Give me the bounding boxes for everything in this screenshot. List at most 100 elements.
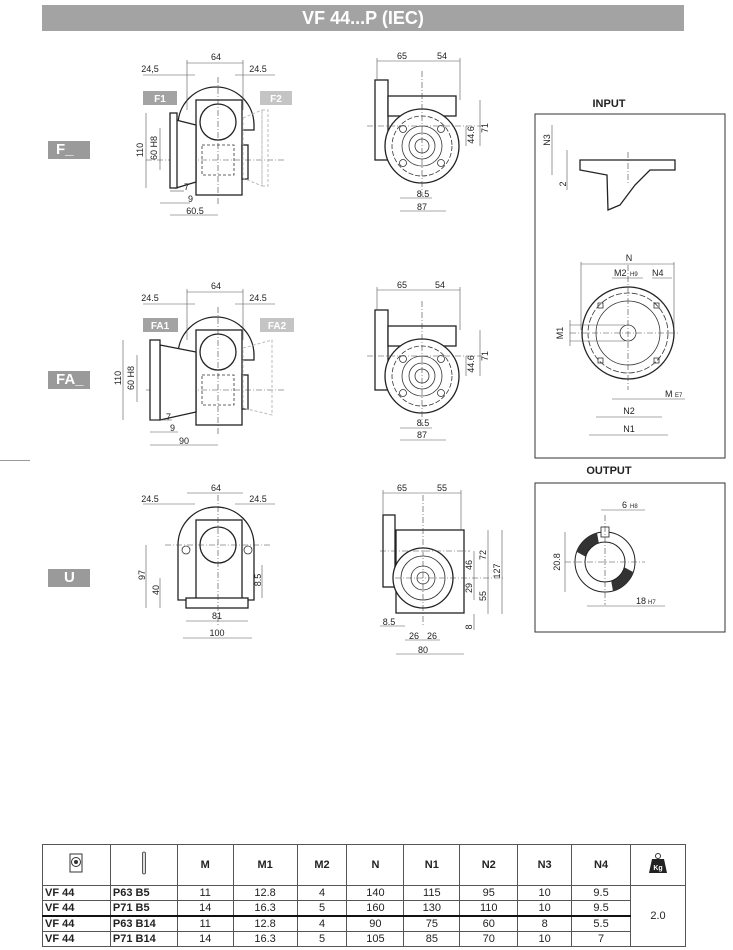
table-row: VF 44 P71 B5 14 16.3 5 160 130 110 10 9.… [42,900,686,917]
cell-m: 11 [176,885,234,901]
cell-input: P71 B5 [109,900,178,917]
cell-m: 14 [176,900,234,917]
dim-87: 87 [417,202,427,212]
dim-71: 71 [480,351,490,361]
view-f-side: F1 F2 64 24,5 24.5 110 60 H8 7 9 60.5 [135,52,292,216]
cell-m2: 4 [296,885,348,901]
dim-80: 80 [418,645,428,655]
output-bore: 18 [636,596,646,606]
dim-24-5-right: 24.5 [249,64,267,74]
input-title: INPUT [593,98,626,110]
cell-n3: 10 [517,931,573,947]
output-dia: 20.8 [552,553,562,571]
col-m2: M2 [296,844,348,886]
table-row: VF 44 P63 B14 11 12.8 4 90 75 60 8 5.5 [42,915,686,932]
input-e7: E7 [675,393,683,399]
cell-model: VF 44 [42,931,111,947]
output-h8: H8 [630,504,638,510]
cell-n2: 110 [459,900,519,917]
input-n2: N2 [623,406,635,416]
dim-26-right: 26 [427,631,437,641]
cell-m1: 16.3 [232,900,298,917]
cell-n: 160 [346,900,405,917]
output-key: 6 [622,500,627,510]
dim-64: 64 [211,483,221,493]
dim-65: 65 [397,483,407,493]
input-m1: M1 [555,327,565,340]
dim-110: 110 [135,143,145,157]
dim-81: 81 [212,611,222,621]
cell-m2: 4 [296,915,348,932]
dim-7: 7 [184,182,189,192]
cell-model: VF 44 [42,885,111,901]
output-title: OUTPUT [586,465,632,477]
dim-8: 8 [464,624,474,629]
col-n4: N4 [571,844,631,886]
cell-model: VF 44 [42,900,111,917]
cell-m1: 12.8 [232,915,298,932]
cell-m: 14 [176,931,234,947]
table-row: VF 44 P71 B14 14 16.3 5 105 85 70 10 7 [42,931,686,947]
cell-m2: 5 [296,900,348,917]
version-label-u: U [48,569,90,587]
dim-8-5: 8.5 [253,574,263,587]
cell-n4: 7 [571,931,631,947]
dim-24-5-left: 24.5 [141,293,159,303]
cell-model: VF 44 [42,915,111,932]
dim-8-5: 8.5 [417,189,430,199]
tag-fa1: FA1 [151,321,170,332]
dim-24-5-left: 24.5 [141,494,159,504]
dim-54: 54 [435,280,445,290]
cell-n: 105 [346,931,405,947]
col-m: M [176,844,234,886]
dim-127: 127 [492,563,502,578]
dim-60-5: 60.5 [186,206,204,216]
version-label-f: F_ [48,141,90,159]
dim-110: 110 [113,371,123,385]
tag-fa2: FA2 [268,321,287,332]
tag-f2: F2 [270,94,282,105]
dim-64: 64 [211,281,221,291]
cell-n4: 9.5 [571,900,631,917]
input-m: M [665,389,673,399]
cell-weight: 2.0 [629,885,687,947]
view-u-front: 65 55 72 127 46 29 55 8 8.5 26 26 80 [380,483,505,655]
cell-m2: 5 [296,931,348,947]
dim-55-lower: 55 [478,591,488,601]
cell-n2: 60 [459,915,519,932]
input-h9: H9 [630,272,638,278]
dim-24-5-right: 24.5 [249,494,267,504]
dim-55: 55 [437,483,447,493]
drawings: F1 F2 64 24,5 24.5 110 60 H8 7 9 60.5 65… [113,51,726,655]
gearbox-icon [42,844,111,886]
input-n3: N3 [542,134,552,146]
input-n4: N4 [652,268,664,278]
cell-n1: 85 [403,931,461,947]
tag-f1: F1 [154,94,166,105]
col-n: N [346,844,405,886]
dim-9: 9 [188,194,193,204]
cell-n1: 75 [403,915,461,932]
cell-n2: 95 [459,885,519,901]
cell-n3: 10 [517,900,573,917]
table-header: M M1 M2 N N1 N2 N3 N4 Kg [42,844,687,886]
dim-100: 100 [209,628,224,638]
col-n1: N1 [403,844,461,886]
output-panel: OUTPUT 6 H8 20.8 18 H7 [534,465,726,633]
col-n3: N3 [517,844,573,886]
dim-44-6: 44.6 [466,126,476,144]
cell-n: 90 [346,915,405,932]
view-fa-front: 65 54 71 44.6 8.5 87 [366,280,490,441]
svg-text:Kg: Kg [653,865,662,872]
cell-m: 11 [176,915,234,932]
dim-7: 7 [166,412,171,422]
dim-65: 65 [397,51,407,61]
dim-71: 71 [480,123,490,133]
input-2: 2 [558,181,568,186]
cell-n4: 5.5 [571,915,631,932]
dim-90: 90 [179,436,189,446]
dim-24-5-left: 24,5 [141,64,159,74]
dim-26-left: 26 [409,631,419,641]
cell-n3: 8 [517,915,573,932]
cell-n3: 10 [517,885,573,901]
